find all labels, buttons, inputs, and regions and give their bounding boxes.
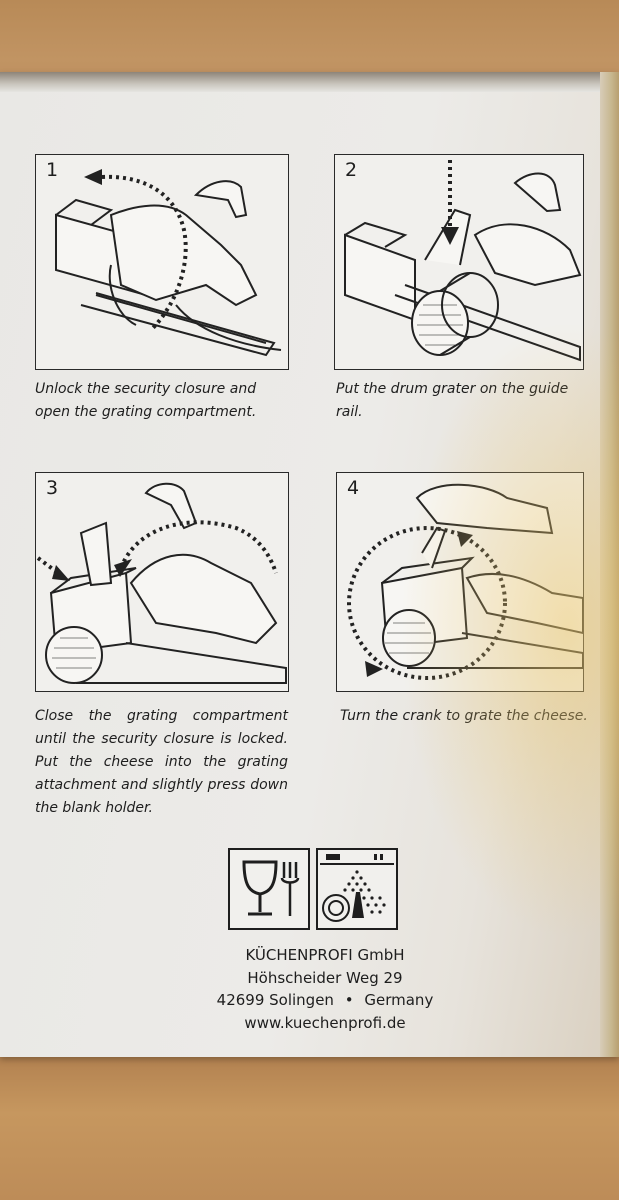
company-street: Höhscheider Weg 29 bbox=[247, 968, 403, 987]
step-number: 1 bbox=[46, 159, 59, 181]
step-2-caption: Put the drum grater on the guide rail. bbox=[336, 381, 569, 420]
glass-fork-icon bbox=[228, 848, 310, 930]
step-number: 3 bbox=[46, 477, 59, 499]
step-4-illustration bbox=[347, 483, 583, 680]
step-4-caption: Turn the crank to grate the cheese. bbox=[340, 708, 588, 724]
wooden-table bbox=[0, 1055, 619, 1200]
company-website: www.kuechenprofi.de bbox=[244, 1013, 406, 1032]
step-4-panel: 4 bbox=[336, 472, 584, 692]
box-top-edge bbox=[0, 72, 619, 92]
company-name: KÜCHENPROFI GmbH bbox=[245, 946, 405, 964]
step-3-caption: Close the grating compartment until the … bbox=[35, 708, 288, 816]
company-country: Germany bbox=[364, 991, 434, 1009]
step-3-illustration bbox=[36, 482, 287, 684]
company-city-line: 42699 Solingen • Germany bbox=[180, 989, 470, 1012]
step-1-illustration bbox=[55, 169, 282, 357]
separator-dot: • bbox=[344, 991, 354, 1009]
step-1-caption: Unlock the security closure and open the… bbox=[35, 381, 257, 420]
company-city: 42699 Solingen bbox=[216, 991, 334, 1009]
step-number: 2 bbox=[345, 159, 358, 181]
step-3-panel: 3 bbox=[35, 472, 289, 692]
step-1-panel: 1 bbox=[35, 154, 289, 370]
step-2-panel: 2 bbox=[334, 154, 584, 370]
box-right-edge bbox=[600, 72, 619, 1057]
step-number: 4 bbox=[347, 477, 360, 499]
step-2-illustration bbox=[344, 160, 582, 362]
dishwasher-icon bbox=[316, 848, 398, 930]
company-address: KÜCHENPROFI GmbH Höhscheider Weg 29 4269… bbox=[180, 944, 470, 1034]
